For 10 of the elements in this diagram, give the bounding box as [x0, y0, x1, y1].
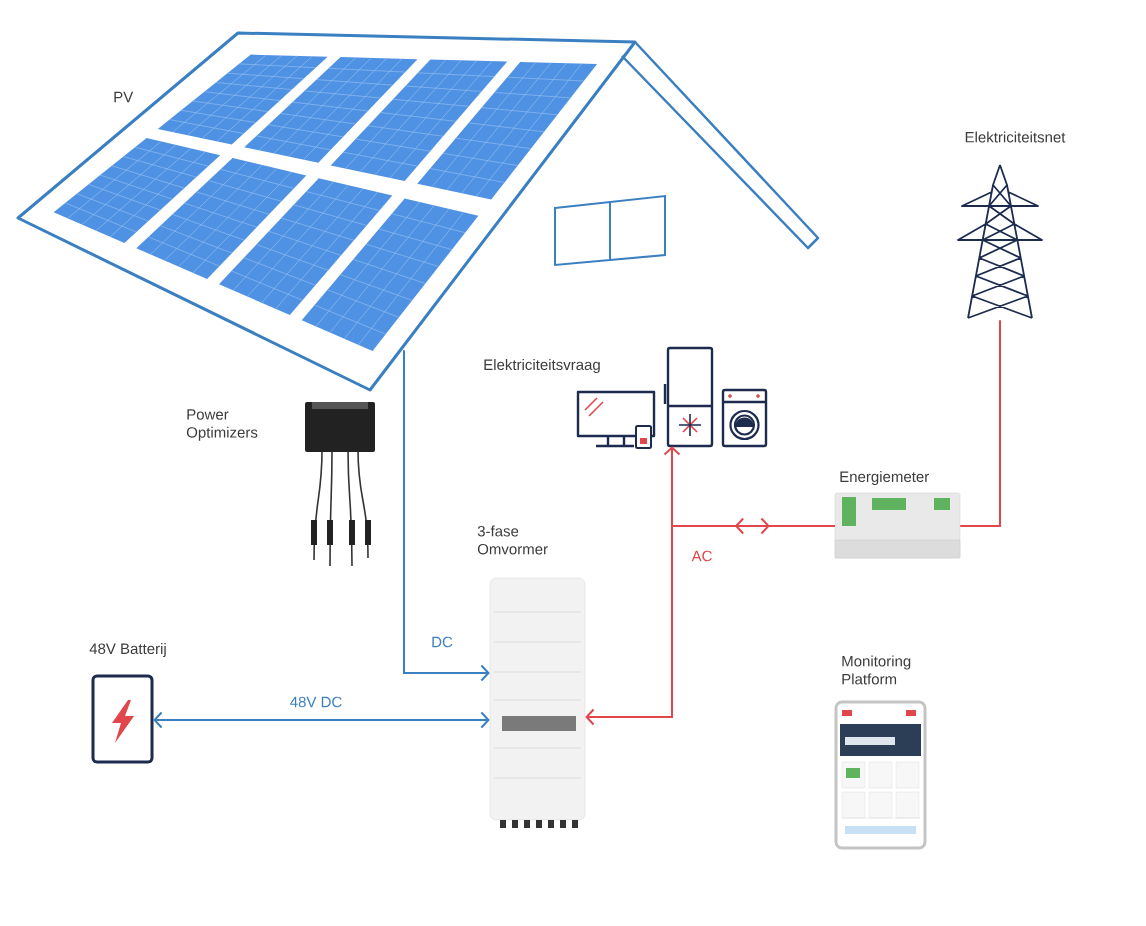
heading-label: Power Optimizers — [186, 409, 258, 441]
heading-label: Energiemeter — [840, 471, 929, 485]
heading-label: Elektriciteitsnet — [965, 131, 1066, 143]
arrow — [153, 711, 490, 729]
connector-line — [959, 319, 1001, 527]
arrow — [403, 349, 490, 682]
heading-label: 48V Batterij — [89, 643, 166, 657]
heading-label: Monitoring Platform — [842, 655, 911, 685]
heading-label: 3-fase Omvormer — [477, 525, 548, 555]
arrow — [663, 446, 836, 527]
